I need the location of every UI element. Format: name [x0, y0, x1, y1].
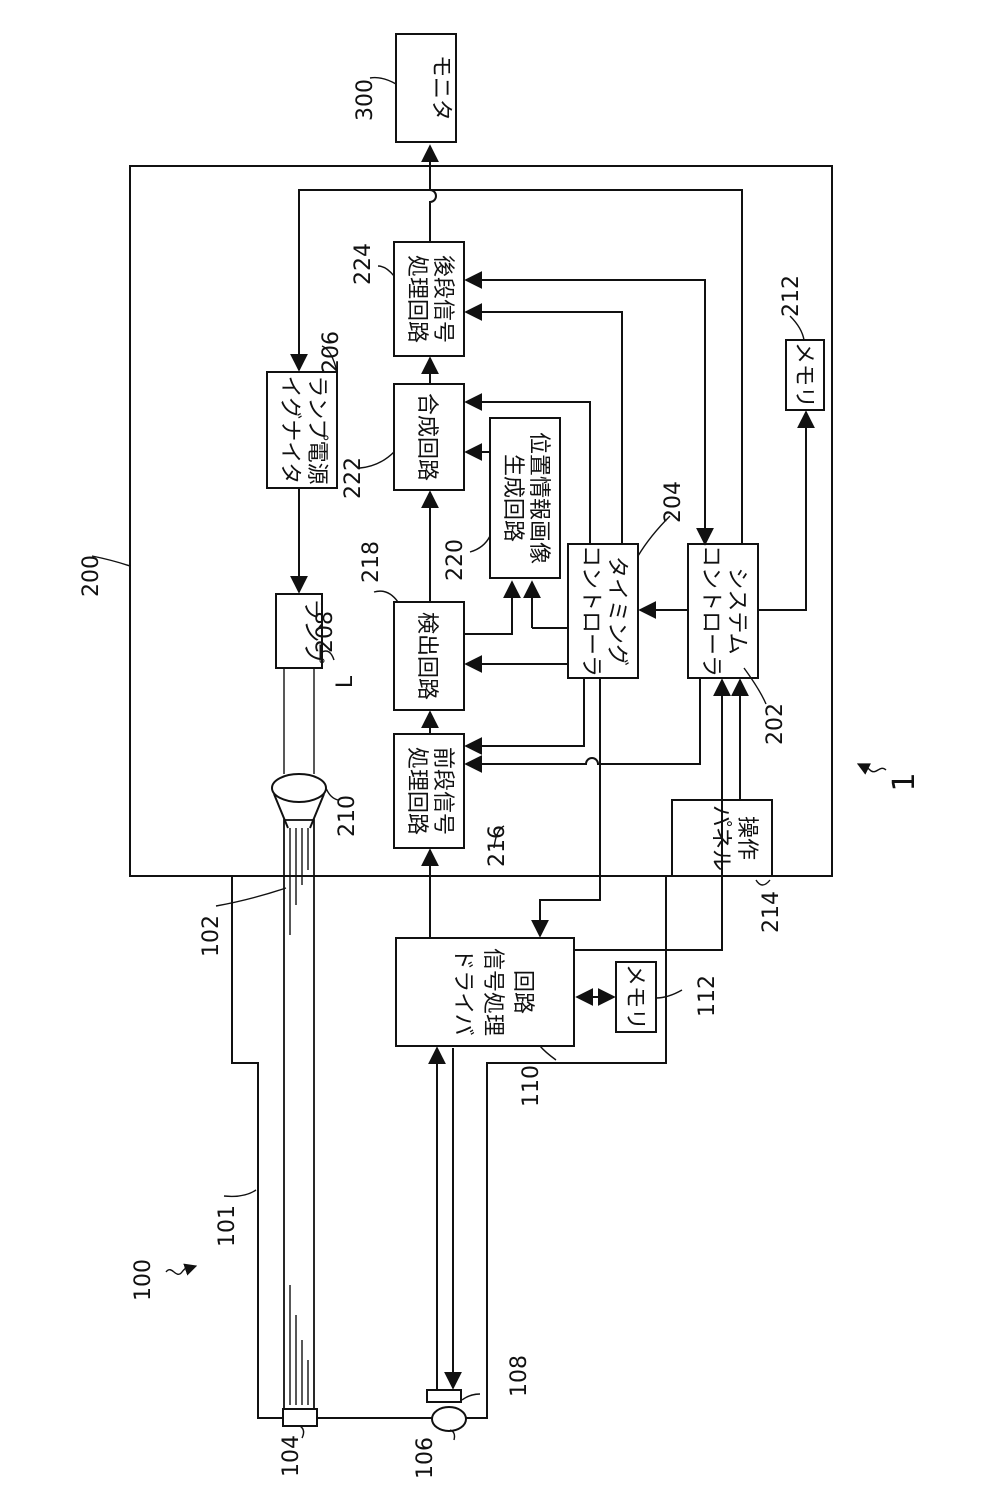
ref-104: 104 — [279, 1435, 304, 1477]
monitor-text: モニタ — [428, 55, 453, 121]
detection-text: 検出回路 — [414, 612, 439, 700]
pointer-1 — [858, 764, 886, 772]
ref-218: 218 — [359, 541, 384, 583]
objective-lens-106 — [432, 1407, 466, 1431]
driver-text-2: 信号処理 — [480, 948, 505, 1036]
ref-208: 208 — [313, 611, 338, 653]
processor-housing — [130, 166, 832, 876]
panel-text-1: 操作 — [734, 816, 759, 860]
ref-101: 101 — [215, 1205, 240, 1247]
detect-to-posgen — [464, 582, 512, 634]
system-memory-text: メモリ — [791, 342, 816, 408]
lamp-power-text-2: イグナイタ — [277, 376, 302, 485]
timing-text-1: タイミング — [604, 556, 629, 666]
front-signal-text-1: 前段信号 — [430, 747, 455, 835]
lamp-power-text-1: ランプ電源 — [304, 375, 329, 484]
pointer-100 — [166, 1266, 196, 1274]
ref-108: 108 — [507, 1355, 532, 1397]
ref-L: L — [333, 675, 358, 688]
rear-signal-text-1: 後段信号 — [430, 255, 455, 343]
ref-222: 222 — [341, 457, 366, 499]
ref-210: 210 — [335, 795, 360, 837]
ref-214: 214 — [759, 891, 784, 933]
ref-224: 224 — [351, 243, 376, 285]
ref-102: 102 — [199, 915, 224, 957]
ref-212: 212 — [779, 275, 804, 317]
ref-206: 206 — [319, 331, 344, 373]
light-window-104 — [283, 1409, 317, 1426]
driver-memory-text: メモリ — [622, 964, 647, 1030]
system-text-1: システム — [724, 567, 749, 654]
ref-112: 112 — [695, 975, 720, 1017]
position-image-text-1: 位置情報画像 — [526, 432, 551, 564]
condenser-lens-210 — [272, 774, 326, 802]
driver-text-1: ドライバ — [450, 948, 475, 1036]
ref-300: 300 — [353, 79, 378, 121]
panel-text-2: パネル — [708, 805, 733, 871]
synthesis-text: 合成回路 — [414, 393, 439, 481]
ref-204: 204 — [661, 481, 686, 523]
ref-106: 106 — [413, 1437, 438, 1479]
ref-220: 220 — [443, 539, 468, 581]
ref-110: 110 — [519, 1065, 544, 1107]
rear-signal-text-2: 処理回路 — [404, 255, 429, 343]
position-image-text-2: 生成回路 — [500, 454, 525, 542]
ref-202: 202 — [763, 703, 788, 745]
image-sensor-108 — [427, 1390, 461, 1402]
light-guide-fiber — [284, 820, 314, 1416]
front-signal-text-2: 処理回路 — [404, 747, 429, 835]
ref-1: 1 — [887, 772, 922, 791]
system-text-2: コントローラ — [698, 545, 723, 677]
ref-200: 200 — [79, 555, 104, 597]
timing-text-2: コントローラ — [578, 545, 603, 677]
ref-100: 100 — [131, 1259, 156, 1301]
driver-text-3: 回路 — [510, 970, 535, 1014]
ref-216: 216 — [485, 825, 510, 867]
